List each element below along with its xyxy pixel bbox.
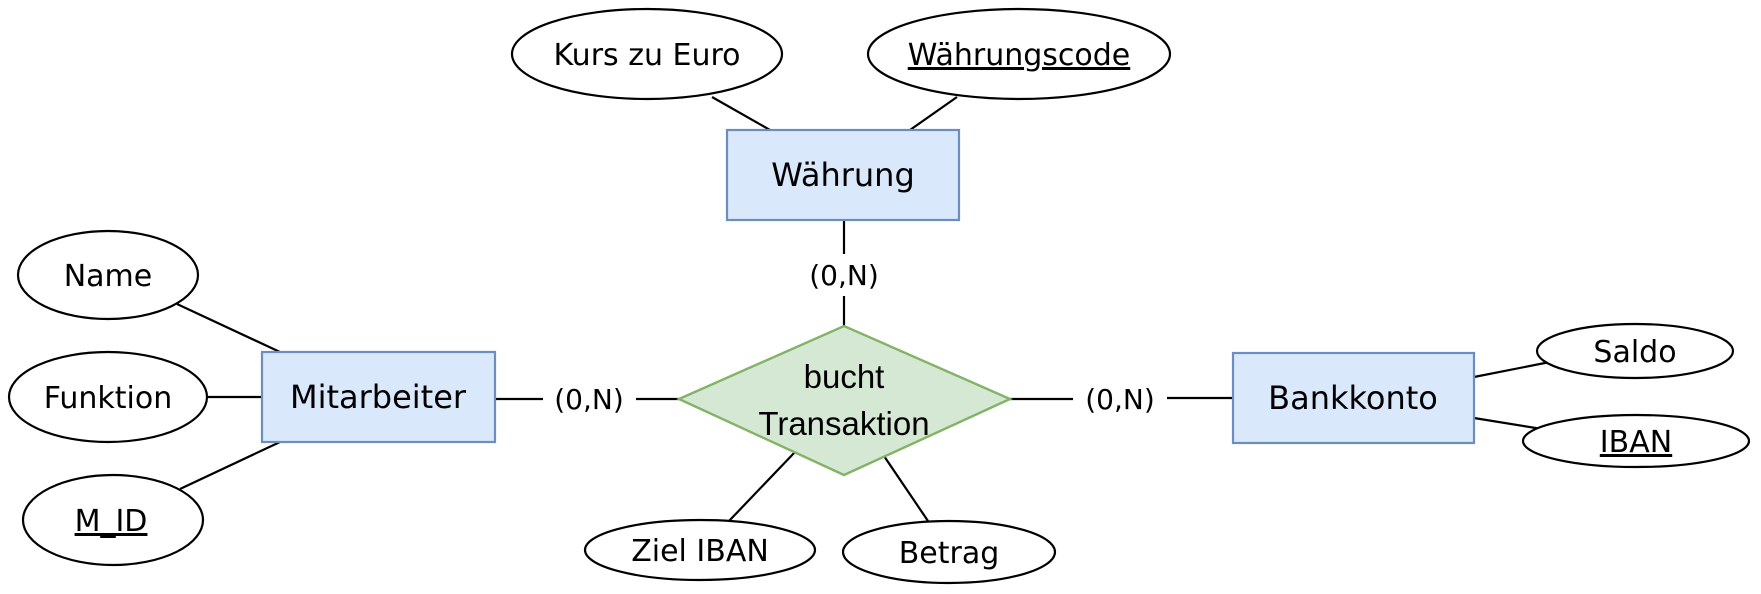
attribute-m-id-shape <box>21 473 205 567</box>
cardinality-bankkonto: (0,N) <box>1085 383 1155 416</box>
connector-name <box>176 303 281 353</box>
attribute-name[interactable]: Name <box>16 229 200 321</box>
relationship-label-line2: Transaktion <box>758 405 929 442</box>
attribute-funktion[interactable]: Funktion <box>7 350 209 444</box>
attribute-funktion-shape <box>7 350 209 444</box>
connector-betrag <box>883 455 929 522</box>
entity-waehrung-shape <box>725 128 961 222</box>
attribute-iban-shape <box>1521 413 1751 469</box>
connector-saldo <box>1473 360 1551 379</box>
entity-mitarbeiter[interactable]: Mitarbeiter <box>260 350 497 444</box>
attribute-ziel-iban-label: Ziel IBAN <box>631 534 769 569</box>
relationship-bucht-transaktion-shape <box>676 324 1013 477</box>
attribute-ziel-iban[interactable]: Ziel IBAN <box>583 518 817 582</box>
attribute-iban[interactable]: IBAN <box>1521 413 1751 469</box>
attribute-waehrungscode-label: Währungscode <box>908 38 1131 73</box>
entity-mitarbeiter-shape <box>260 350 497 444</box>
attribute-ziel-iban-shape <box>583 518 817 582</box>
connectors <box>176 96 1551 522</box>
connector-iban <box>1473 416 1543 431</box>
attribute-funktion-label: Funktion <box>44 381 172 416</box>
attribute-kurs-zu-euro-shape <box>510 7 784 101</box>
entity-bankkonto-shape <box>1231 351 1476 445</box>
attribute-name-shape <box>16 229 200 321</box>
attribute-waehrungscode-shape <box>866 7 1172 101</box>
connector-waehrungscode <box>909 96 958 131</box>
attribute-betrag-shape <box>841 519 1057 585</box>
cardinality-mitarbeiter: (0,N) <box>554 383 624 416</box>
attribute-betrag[interactable]: Betrag <box>841 519 1057 585</box>
entity-bankkonto-label: Bankkonto <box>1268 379 1438 417</box>
attribute-m-id[interactable]: M_ID <box>21 473 205 567</box>
entity-mitarbeiter-label: Mitarbeiter <box>290 378 467 416</box>
attribute-kurs-zu-euro-label: Kurs zu Euro <box>554 38 741 73</box>
attribute-iban-label: IBAN <box>1600 425 1672 460</box>
connector-ziel-iban <box>728 451 796 522</box>
attribute-saldo-shape <box>1535 322 1735 380</box>
cardinality-waehrung: (0,N) <box>809 259 879 292</box>
attribute-saldo[interactable]: Saldo <box>1535 322 1735 380</box>
relationship-bucht-transaktion[interactable]: bucht Transaktion <box>676 324 1013 477</box>
attribute-kurs-zu-euro[interactable]: Kurs zu Euro <box>510 7 784 101</box>
entity-waehrung-label: Währung <box>771 156 915 194</box>
attribute-waehrungscode[interactable]: Währungscode <box>866 7 1172 101</box>
connector-kurs-zu-euro <box>711 96 771 131</box>
attribute-saldo-label: Saldo <box>1593 335 1676 370</box>
entity-bankkonto[interactable]: Bankkonto <box>1231 351 1476 445</box>
entity-waehrung[interactable]: Währung <box>725 128 961 222</box>
attribute-m-id-label: M_ID <box>75 504 148 539</box>
attribute-name-label: Name <box>64 259 153 294</box>
relationship-label-line1: bucht <box>804 358 885 395</box>
attribute-betrag-label: Betrag <box>899 536 1000 571</box>
connector-m-id <box>179 441 281 490</box>
